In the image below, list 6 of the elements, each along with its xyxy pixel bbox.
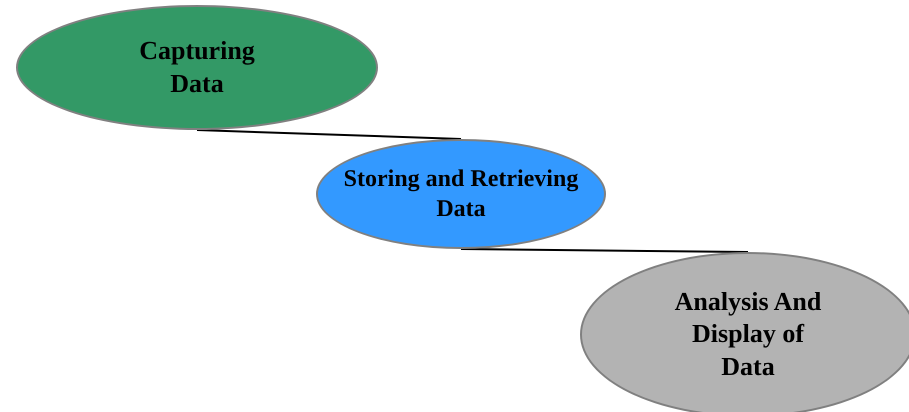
node-label: Analysis And Display of Data: [674, 286, 822, 383]
connector-line: [461, 248, 748, 253]
process-ellipse: [580, 252, 909, 412]
connector-line: [196, 129, 462, 140]
node-label: Capturing Data: [138, 35, 256, 100]
node-label: Storing and Retrieving Data: [342, 165, 580, 224]
